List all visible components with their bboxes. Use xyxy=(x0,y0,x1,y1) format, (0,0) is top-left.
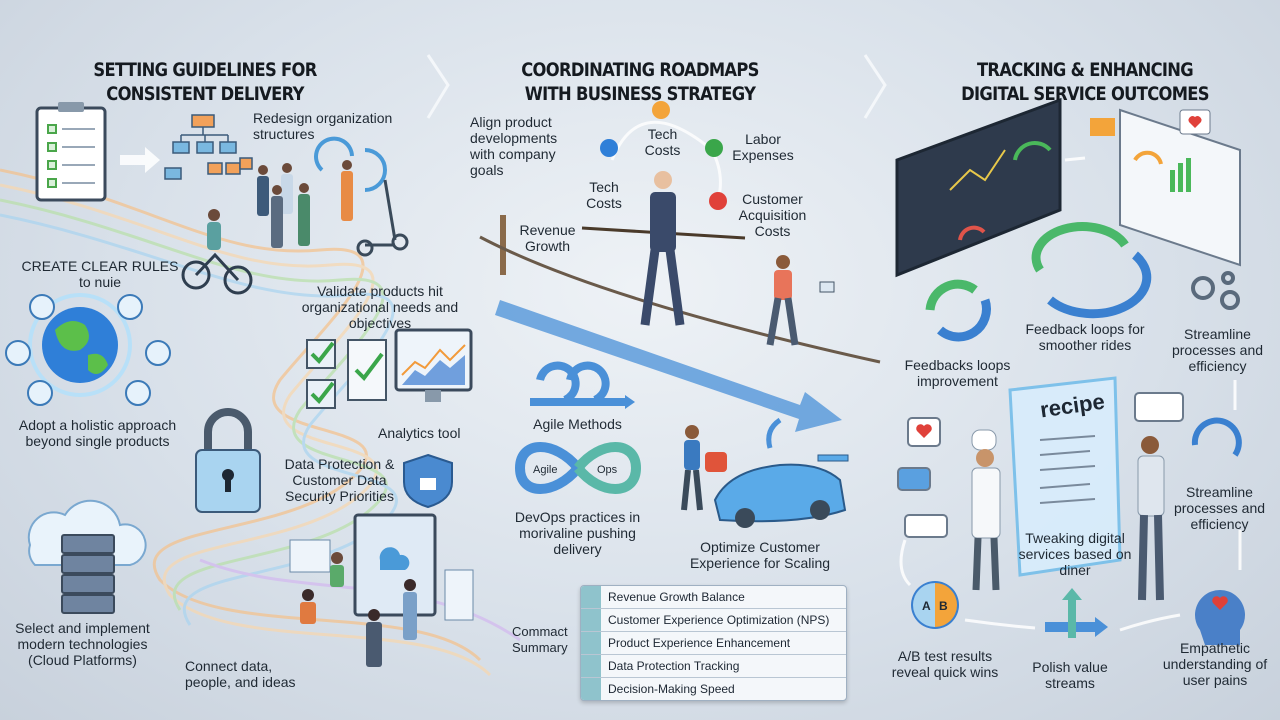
label-optimize: Optimize Customer Experience for Scaling xyxy=(689,539,831,571)
summary-row-text: Customer Experience Optimization (NPS) xyxy=(608,613,830,627)
label-streamline-2: Streamline processes and efficiency xyxy=(1173,484,1266,532)
column-header-roadmaps: COORDINATING ROADMAPS WITH BUSINESS STRA… xyxy=(521,59,759,105)
recipe-document-icon xyxy=(1008,376,1122,577)
devops-infinity-icon xyxy=(514,442,642,494)
summary-row-text: Product Experience Enhancement xyxy=(608,636,791,650)
label-empathetic: Empathetic understanding of user pains xyxy=(1162,640,1268,688)
businessman-figure xyxy=(640,171,685,326)
label-ab-test: A/B test results reveal quick wins xyxy=(891,648,999,680)
cycle-icon xyxy=(1191,417,1242,457)
head-heart-icon xyxy=(1195,589,1245,645)
recycle-arrows-icon xyxy=(314,136,387,192)
clipboard-icon xyxy=(35,102,107,202)
ab-label-a: A xyxy=(922,599,931,613)
arrow-icon xyxy=(120,147,160,173)
infinity-label-ops: Ops xyxy=(597,464,618,476)
woman-figure xyxy=(766,255,835,346)
padlock-icon xyxy=(195,408,261,513)
chat-bubble-icon xyxy=(1090,118,1115,136)
analytics-monitor-icon xyxy=(394,328,473,402)
globe-icon xyxy=(5,293,171,406)
ball-green xyxy=(705,139,723,157)
shield-lock-icon xyxy=(403,453,453,509)
ball-red xyxy=(709,192,727,210)
label-holistic: Adopt a holistic approach beyond single … xyxy=(18,417,177,449)
label-analytics: Analytics tool xyxy=(378,425,461,441)
diner-figure xyxy=(1137,436,1165,601)
label-data-protection: Data Protection & Customer Data Security… xyxy=(284,456,395,504)
ab-test-icon xyxy=(911,581,959,629)
cloud-server-icon xyxy=(27,499,147,614)
summary-label: Commact Summary xyxy=(512,624,568,655)
label-feedback-smoother: Feedback loops for smoother rides xyxy=(1025,321,1145,353)
team-people xyxy=(257,160,353,248)
meeting-screen-illustration xyxy=(289,513,474,667)
rules-subtitle: to nuie xyxy=(78,274,122,290)
label-polish: Polish value streams xyxy=(1032,659,1108,691)
flow-arrows xyxy=(899,156,1242,632)
chevron-icon xyxy=(426,54,450,119)
rope-post xyxy=(500,215,506,275)
label-select-tech: Select and implement modern technologies… xyxy=(15,620,150,668)
agile-loop-icon xyxy=(530,361,625,406)
label-rules: CREATE CLEAR RULES to nuie xyxy=(10,258,190,290)
summary-row: Revenue Growth Balance xyxy=(581,586,846,608)
label-tech-costs-left: Tech Costs xyxy=(586,179,622,211)
label-feedbacks-improvement: Feedbacks loops improvement xyxy=(904,357,1011,389)
ball-orange xyxy=(652,101,670,119)
summary-row: Customer Experience Optimization (NPS) xyxy=(581,608,846,631)
rules-title: CREATE CLEAR RULES xyxy=(21,258,179,274)
summary-row: Decision-Making Speed xyxy=(581,677,846,700)
summary-row-text: Decision-Making Speed xyxy=(608,682,735,696)
light-dashboard-icon xyxy=(1090,108,1241,267)
value-stream-arrow-icon xyxy=(1045,588,1108,638)
ball-blue xyxy=(600,139,618,157)
label-streamline-1: Streamline processes and efficiency xyxy=(1171,326,1264,374)
scooter-icon xyxy=(356,179,409,257)
mechanic-figure xyxy=(681,425,727,511)
chef-figure xyxy=(971,429,1001,591)
summary-row: Product Experience Enhancement xyxy=(581,631,846,654)
label-customer-acquisition: Customer Acquisition Costs xyxy=(738,191,807,239)
summary-row-text: Revenue Growth Balance xyxy=(608,590,745,604)
chevron-icon xyxy=(863,54,887,119)
dark-dashboard-icon xyxy=(895,97,1062,278)
checklist-icons xyxy=(306,339,387,409)
infinity-label-agile: Agile xyxy=(533,464,558,476)
label-validate: Validate products hit organizational nee… xyxy=(301,283,459,331)
label-revenue-growth: Revenue Growth xyxy=(519,222,576,254)
summary-row-text: Data Protection Tracking xyxy=(608,659,740,673)
label-devops: DevOps practices in morivaline pushing d… xyxy=(514,509,641,557)
label-align: Align product developments with company … xyxy=(470,114,558,178)
sports-car-icon xyxy=(713,454,849,528)
column-header-guidelines: SETTING GUIDELINES FOR CONSISTENT DELIVE… xyxy=(93,59,317,105)
ab-label-b: B xyxy=(939,599,948,613)
label-redesign: Redesign organization structures xyxy=(253,110,393,142)
feedback-loop-icon xyxy=(925,222,1152,342)
org-chart-icon xyxy=(164,114,253,180)
summary-row: Data Protection Tracking xyxy=(581,654,846,677)
label-tech-costs-top: Tech Costs xyxy=(644,126,681,158)
summary-table: Revenue Growth Balance Customer Experien… xyxy=(580,585,847,701)
label-connect: Connect data, people, and ideas xyxy=(185,658,296,690)
tightrope xyxy=(479,235,881,364)
column-header-tracking: TRACKING & ENHANCING DIGITAL SERVICE OUT… xyxy=(961,59,1209,105)
bicycle-icon xyxy=(181,209,253,295)
label-agile-methods: Agile Methods xyxy=(533,416,622,432)
roadmap-arrow xyxy=(495,300,842,432)
label-labor: Labor Expenses xyxy=(732,131,794,163)
gears-icon xyxy=(1191,271,1240,310)
recipe-title: recipe xyxy=(1038,388,1107,423)
label-tweaking: Tweaking digital services based on diner xyxy=(1018,530,1132,578)
